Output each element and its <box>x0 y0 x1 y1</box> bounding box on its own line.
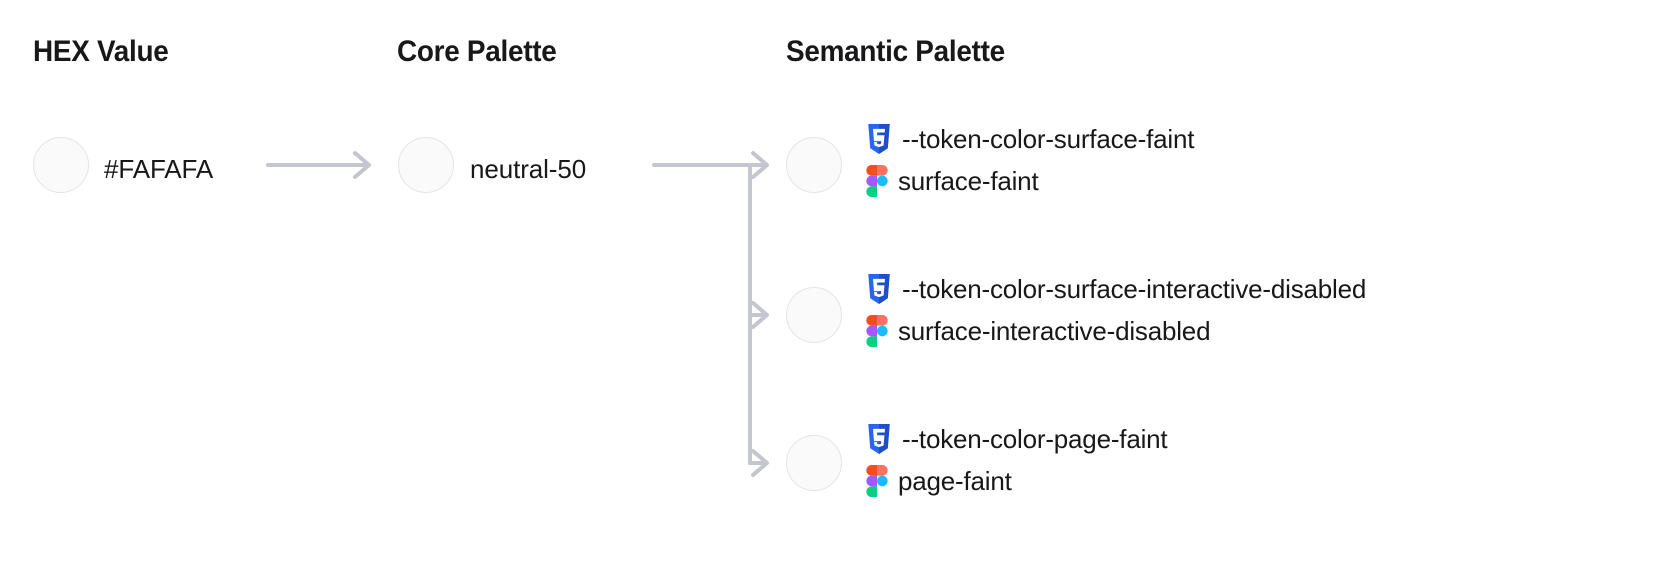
css-token-line: --token-color-page-faint <box>866 418 1666 460</box>
label-hex-value: #FAFAFA <box>104 154 214 184</box>
swatch-hex-value <box>33 137 89 193</box>
swatch-semantic-page-faint <box>786 435 842 491</box>
semantic-row: --token-color-surface-faint surface-fain… <box>866 118 1666 202</box>
swatch-core-palette <box>398 137 454 193</box>
css-token-label: --token-color-surface-faint <box>902 124 1195 154</box>
column-heading-core-palette: Core Palette <box>397 35 557 68</box>
figma-icon <box>866 165 888 197</box>
css3-icon <box>868 274 890 304</box>
figma-token-label: page-faint <box>898 466 1012 496</box>
figma-token-label: surface-interactive-disabled <box>898 316 1211 346</box>
css-token-label: --token-color-page-faint <box>902 424 1168 454</box>
column-heading-hex-value: HEX Value <box>33 35 169 68</box>
figma-token-label: surface-faint <box>898 166 1039 196</box>
figma-icon <box>866 315 888 347</box>
semantic-row: --token-color-page-faint page-faint <box>866 418 1666 502</box>
swatch-semantic-surface-faint <box>786 137 842 193</box>
css-token-label: --token-color-surface-interactive-disabl… <box>902 274 1367 304</box>
css3-icon <box>868 124 890 154</box>
swatch-semantic-surface-interactive-disabled <box>786 287 842 343</box>
arrow-core-to-semantic-branches <box>652 151 769 477</box>
semantic-row: --token-color-surface-interactive-disabl… <box>866 268 1666 352</box>
css3-icon <box>868 424 890 454</box>
figma-token-line: surface-interactive-disabled <box>866 310 1666 352</box>
css-token-line: --token-color-surface-interactive-disabl… <box>866 268 1666 310</box>
figma-icon <box>866 465 888 497</box>
figma-token-line: surface-faint <box>866 160 1666 202</box>
css-token-line: --token-color-surface-faint <box>866 118 1666 160</box>
arrow-hex-to-core <box>266 151 371 179</box>
label-core-palette: neutral-50 <box>470 154 587 184</box>
figma-token-line: page-faint <box>866 460 1666 502</box>
column-heading-semantic-palette: Semantic Palette <box>786 35 1005 68</box>
